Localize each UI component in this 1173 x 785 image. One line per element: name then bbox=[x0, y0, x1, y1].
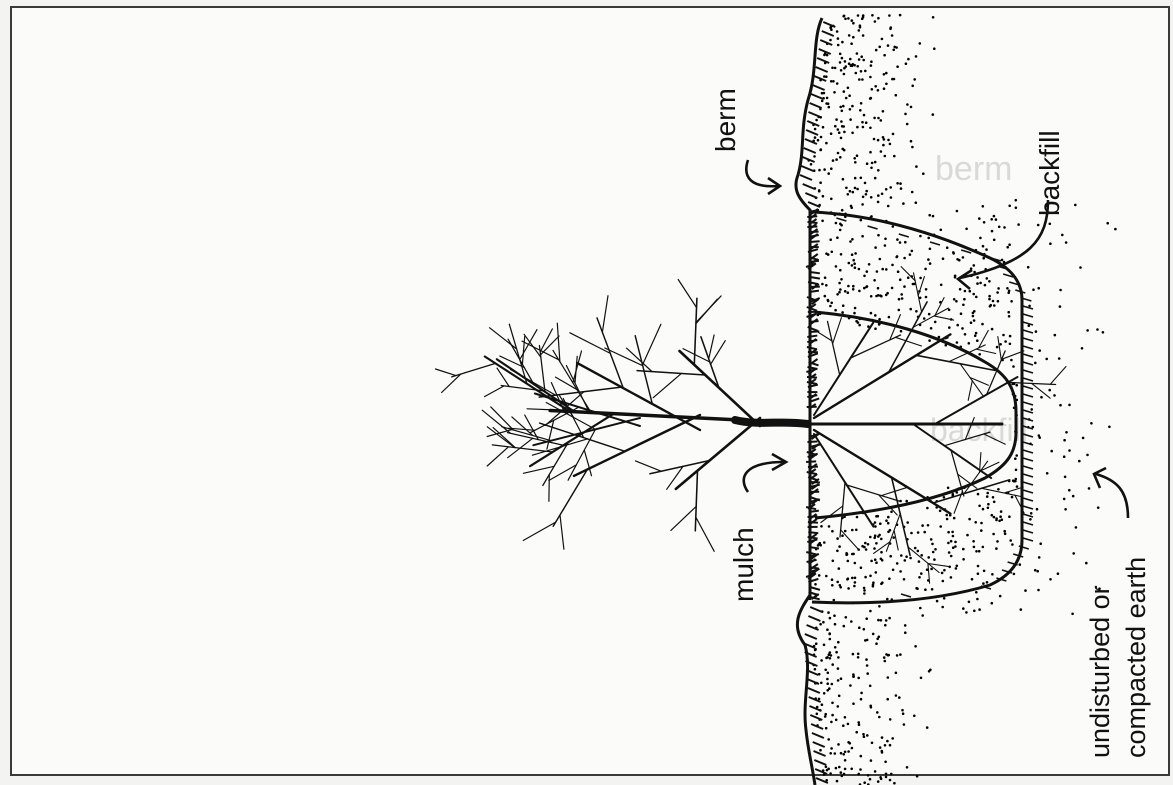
backfill-label: backfill bbox=[1036, 130, 1064, 216]
undisturbed-earth-label: undisturbed or compacted earth bbox=[1082, 557, 1154, 758]
mulch-arrow bbox=[744, 454, 786, 492]
tree bbox=[436, 280, 809, 552]
undisturbed-label-line2: compacted earth bbox=[1118, 557, 1154, 758]
berm-arrow bbox=[746, 160, 780, 194]
berm-label: berm bbox=[712, 88, 740, 152]
undisturbed-earth-stipple bbox=[807, 14, 1116, 785]
backfill-stipple bbox=[814, 220, 1018, 602]
undisturbed-label-line1: undisturbed or bbox=[1082, 557, 1118, 758]
earth-arrow bbox=[1094, 468, 1128, 518]
tree-roots bbox=[809, 267, 1066, 584]
hole-wall-hatching bbox=[836, 218, 1033, 597]
mulch-layer bbox=[806, 209, 820, 600]
ground-hatching bbox=[800, 22, 835, 783]
mulch-label: mulch bbox=[730, 527, 758, 602]
